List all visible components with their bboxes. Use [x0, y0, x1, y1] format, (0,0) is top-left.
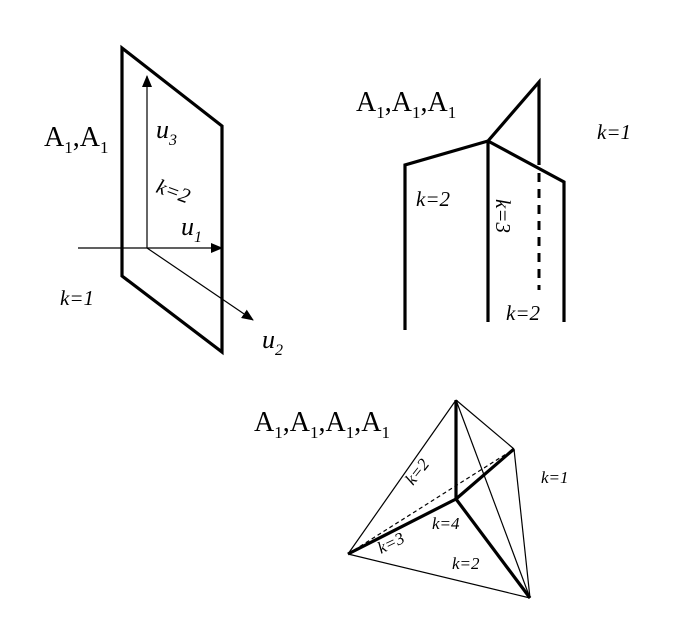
panel-3-outer-edge [455, 399, 531, 599]
u2-axis-label: u2 [262, 325, 283, 359]
panel-3-k-label-vertex: k=4 [432, 514, 460, 533]
panel-2-k-label-left-sheet: k=2 [416, 187, 450, 211]
panel-1-stratum-label: A1,A1 [44, 122, 108, 157]
panel-3-k-label-lower-left: k=3 [374, 528, 407, 557]
panel-1-k-label-outside: k=1 [60, 286, 94, 310]
panel-3-k-label-outside: k=1 [541, 468, 569, 487]
panel-2-stratum-label: A1,A1,A1 [356, 87, 456, 122]
panel-3-k-label-bottom: k=2 [452, 554, 480, 573]
panel-1-k-label-plane: k=2 [153, 174, 194, 208]
panel-2-k-label-right-sheet: k=2 [506, 301, 540, 325]
panel-3-thick-edge [347, 497, 457, 556]
panel-3-thick-edge [454, 447, 516, 501]
panel-2-left-sheet [403, 139, 489, 330]
panel-3-outer-edge [513, 448, 531, 599]
panel-3-stratum-label: A1,A1,A1,A1 [254, 407, 390, 442]
panel-2-k-label-edge: k=3 [491, 199, 515, 233]
panel-1-plane-diagram: A1,A1 u3 u1 u2 k=2 k=1 [44, 44, 283, 359]
panel-3-outer-edge [347, 399, 457, 555]
panel-3-vertex-diagram: A1,A1,A1,A1 k=1 k=2 k=4 k=3 k=2 [254, 399, 569, 599]
panel-3-thick-edge [454, 498, 532, 599]
panel-2-k-label-outside: k=1 [597, 120, 631, 144]
u2-axis-arrow [146, 247, 254, 321]
panel-2-back-sheet [486, 77, 541, 165]
panel-3-outer-edge [347, 553, 531, 599]
u3-axis-label: u3 [156, 115, 177, 149]
panel-3-outer-edge [455, 399, 515, 450]
u1-axis-label: u1 [181, 212, 202, 246]
panel-3-hidden-edge [347, 448, 515, 555]
panel-2-edge-diagram: A1,A1,A1 k=1 k=2 k=3 k=2 [356, 77, 631, 330]
panel-3-k-label-face: k=2 [401, 455, 433, 489]
panel-1-plane [120, 44, 224, 356]
panel-2-right-sheet [487, 139, 566, 322]
